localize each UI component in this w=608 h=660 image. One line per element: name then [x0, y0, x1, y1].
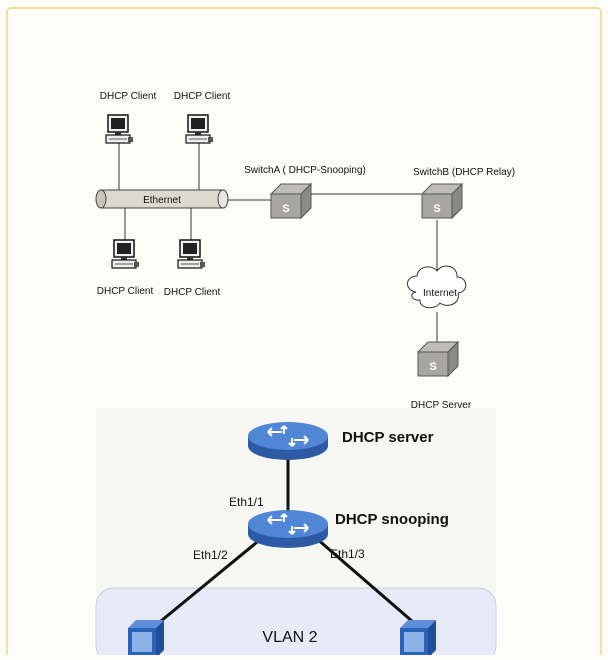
switch-b-icon: S — [421, 183, 463, 219]
ethernet-label: Ethernet — [143, 195, 181, 206]
vlan-label: VLAN 2 — [262, 629, 317, 646]
dhcp-server-router-icon — [247, 421, 329, 461]
port-eth1-3: Eth1/3 — [330, 547, 365, 561]
switch-a-icon: S — [270, 183, 312, 219]
switch-a-label: SwitchA ( DHCP-Snooping) — [244, 165, 366, 176]
right-pc-icon — [400, 620, 436, 658]
switch-b-label: SwitchB (DHCP Relay) — [413, 167, 515, 178]
client-label-top-left: DHCP Client — [100, 91, 157, 102]
dhcp-server-label: DHCP Server — [411, 400, 472, 411]
ethernet-bus: Ethernet — [95, 189, 229, 209]
svg-text:S: S — [282, 203, 289, 215]
svg-text:S: S — [433, 203, 440, 215]
dhcp-server-title: DHCP server — [342, 429, 434, 446]
internet-cloud-icon: Internet — [407, 265, 467, 309]
dhcp-snooping-title: DHCP snooping — [335, 511, 449, 528]
client-label-bottom-left: DHCP Client — [97, 286, 154, 297]
client-label-bottom-right: DHCP Client — [164, 287, 221, 298]
link-snooping-left-pc — [149, 536, 263, 632]
client-label-top-right: DHCP Client — [174, 91, 231, 102]
port-eth1-1: Eth1/1 — [229, 495, 264, 509]
dhcp-snooping-router-icon — [247, 509, 329, 549]
link-snooping-right-pc — [315, 536, 421, 630]
port-eth1-2: Eth1/2 — [193, 548, 228, 562]
svg-text:S: S — [429, 361, 436, 373]
diagram-bottom: VLAN 2 DHCP server DHCP snooping Eth1/1 … — [95, 408, 497, 660]
left-pc-icon — [128, 620, 164, 658]
dhcp-server-switch-icon: S — [417, 341, 459, 377]
diagram-top: Ethernet DHCP Client DHCP Client DHCP Cl… — [95, 91, 515, 411]
internet-label: Internet — [423, 288, 457, 299]
